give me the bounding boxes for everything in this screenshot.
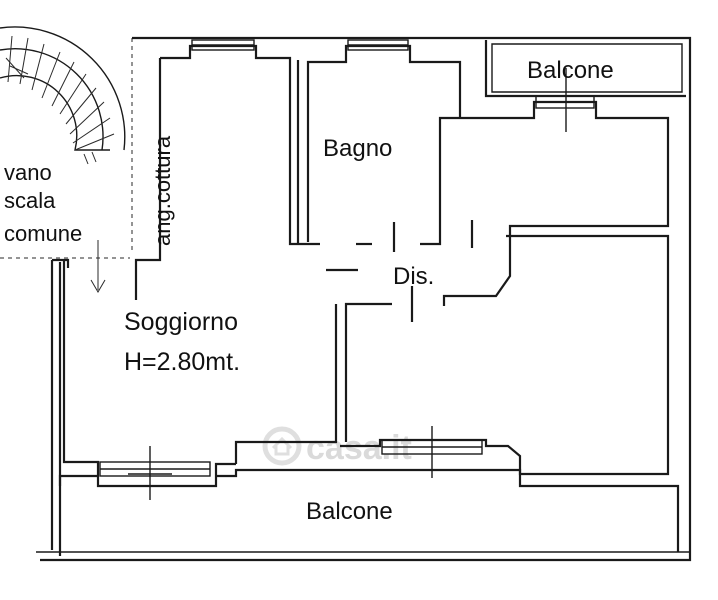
label-bagno: Bagno [323, 135, 392, 162]
label-soggiorno-height: H=2.80mt. [124, 348, 240, 376]
label-disimpegno: Dis. [393, 263, 434, 290]
watermark-text: casa.it [306, 429, 412, 467]
label-vano-scala-3: comune [4, 221, 82, 246]
label-vano-scala-2: scala [4, 188, 56, 213]
watermark: casa.it [262, 426, 412, 467]
windows [99, 39, 595, 500]
label-angolo-cottura: ang.cottura [150, 135, 175, 246]
doors [326, 220, 474, 322]
label-soggiorno: Soggiorno [124, 308, 238, 336]
walls [36, 36, 692, 562]
label-vano-scala-1: vano [4, 160, 52, 185]
spiral-staircase [0, 26, 133, 293]
label-balcone-top: Balcone [527, 57, 614, 84]
label-balcone-bottom: Balcone [306, 498, 393, 525]
